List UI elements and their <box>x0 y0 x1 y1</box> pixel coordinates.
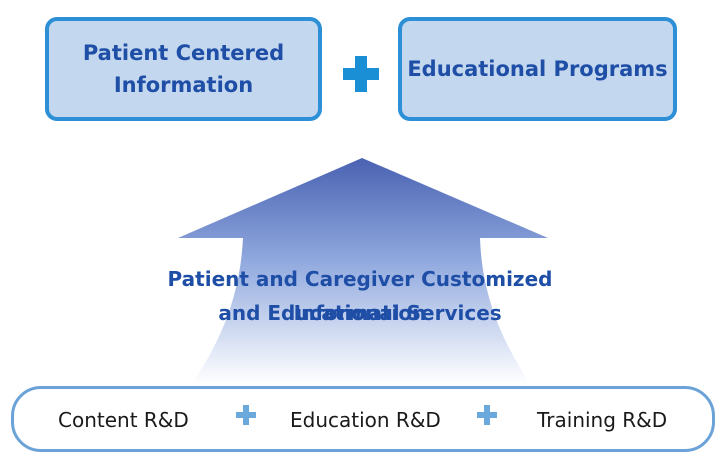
education-rd-item: Education R&D <box>290 408 441 432</box>
plus-icon <box>343 56 379 92</box>
right-box-label: Educational Programs <box>407 57 668 81</box>
arrow-shape <box>178 158 548 384</box>
research-bar <box>11 386 715 452</box>
educational-programs-box: Educational Programs <box>398 17 677 121</box>
arrow-text-line-2: and Educational Services <box>218 301 502 325</box>
content-rd-item: Content R&D <box>58 408 189 432</box>
left-box-line-1: Patient Centered <box>82 41 285 65</box>
left-box-line-2: Information <box>113 73 254 97</box>
plus-icon <box>236 405 256 425</box>
plus-icon <box>477 405 497 425</box>
patient-centered-information-box: Patient Centered Information <box>45 17 322 121</box>
arrow-text-line-1: Patient and Caregiver Customized Informa… <box>167 267 553 325</box>
training-rd-item: Training R&D <box>537 408 668 432</box>
